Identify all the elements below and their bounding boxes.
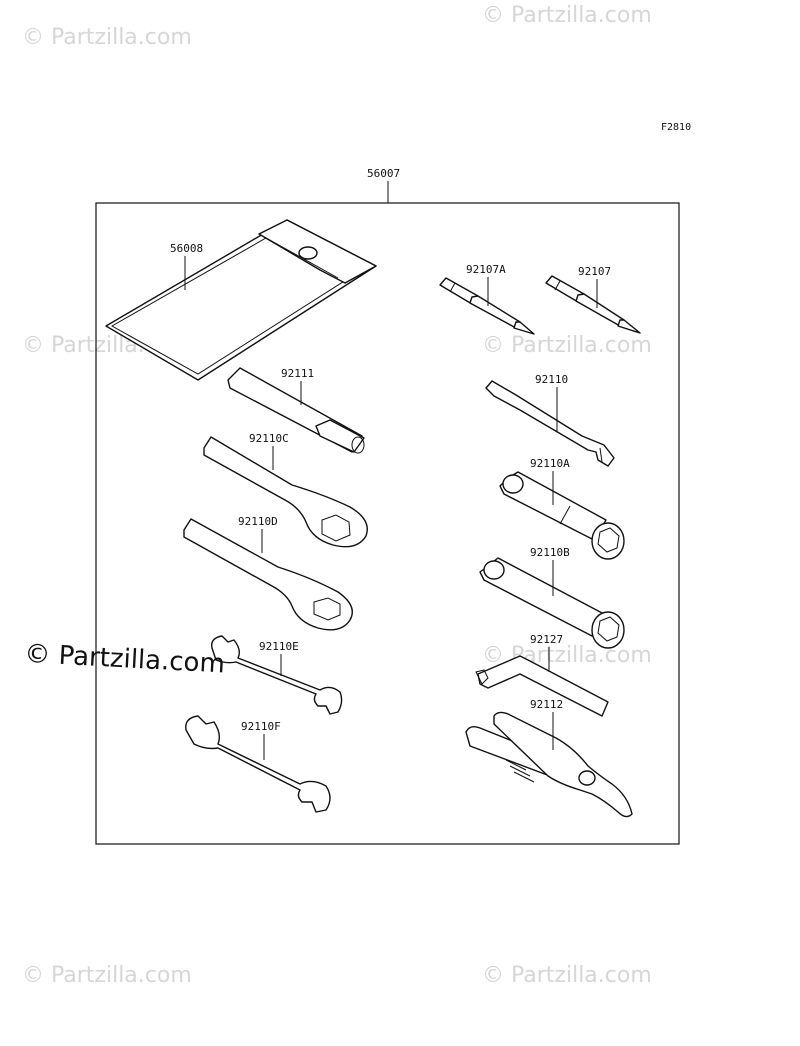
label-92127: 92127 xyxy=(530,633,563,646)
watermark-main: © Partzilla.com xyxy=(24,639,226,679)
kit-number-label: 56007 xyxy=(367,167,400,180)
label-92111: 92111 xyxy=(281,367,314,380)
watermark-top-left: © Partzilla.com xyxy=(22,25,192,50)
label-92110: 92110 xyxy=(535,373,568,386)
screwdriver-92107a[interactable] xyxy=(439,277,535,335)
hex-key-92127[interactable] xyxy=(475,655,609,717)
watermark-bottom-left: © Partzilla.com xyxy=(22,963,192,988)
label-92110d: 92110D xyxy=(238,515,278,528)
label-92110a: 92110A xyxy=(530,457,570,470)
label-92107: 92107 xyxy=(578,265,611,278)
open-wrench-92110e[interactable] xyxy=(211,635,343,715)
label-92110b: 92110B xyxy=(530,546,570,559)
label-56008: 56008 xyxy=(170,242,203,255)
watermark-bottom-right: © Partzilla.com xyxy=(482,963,652,988)
screwdriver-92107[interactable] xyxy=(545,275,641,334)
pouch-snap-button xyxy=(298,246,318,260)
pliers-92112[interactable] xyxy=(465,711,633,818)
watermark-mid-right: © Partzilla.com xyxy=(482,333,652,358)
label-92110e: 92110E xyxy=(259,640,299,653)
label-92110c: 92110C xyxy=(249,432,289,445)
tool-pouch[interactable] xyxy=(105,219,377,381)
label-92110f: 92110F xyxy=(241,720,281,733)
kit-frame xyxy=(95,202,680,845)
box-wrench-92110b[interactable] xyxy=(479,557,625,649)
open-wrench-92110f[interactable] xyxy=(185,715,331,813)
ring-wrench-92110c[interactable] xyxy=(203,436,368,548)
figure-code: F2810 xyxy=(661,122,691,133)
handle-bar-92111[interactable] xyxy=(227,367,365,454)
label-92107a: 92107A xyxy=(466,263,506,276)
spanner-92110[interactable] xyxy=(485,380,615,467)
box-wrench-92110a[interactable] xyxy=(499,471,625,560)
label-92112: 92112 xyxy=(530,698,563,711)
watermark-top-right: © Partzilla.com xyxy=(482,3,652,28)
ring-wrench-92110d[interactable] xyxy=(183,518,353,631)
